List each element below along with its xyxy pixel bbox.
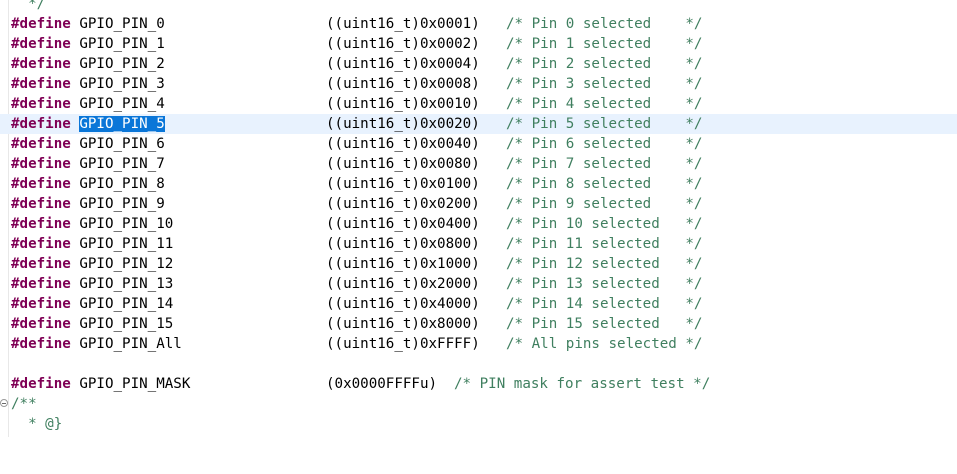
define-keyword: #define bbox=[11, 196, 71, 212]
define-keyword: #define bbox=[11, 76, 71, 92]
comment-tail: */ bbox=[11, 0, 46, 12]
macro-comment: /* Pin 12 selected */ bbox=[506, 256, 703, 272]
define-keyword: #define bbox=[11, 336, 71, 352]
macro-name[interactable]: GPIO_PIN_13 bbox=[79, 276, 174, 292]
define-keyword: #define bbox=[11, 216, 71, 232]
macro-value: ((uint16_t)0x0080) bbox=[326, 156, 480, 172]
macro-value: ((uint16_t)0x1000) bbox=[326, 256, 480, 272]
macro-comment: /* Pin 14 selected */ bbox=[506, 296, 703, 312]
macro-comment: /* Pin 10 selected */ bbox=[506, 216, 703, 232]
macro-comment: /* Pin 11 selected */ bbox=[506, 236, 703, 252]
macro-comment: /* Pin 7 selected */ bbox=[506, 156, 703, 172]
macro-value: ((uint16_t)0x0004) bbox=[326, 56, 480, 72]
macro-name[interactable]: GPIO_PIN_7 bbox=[79, 156, 165, 172]
macro-name[interactable]: GPIO_PIN_12 bbox=[79, 256, 174, 272]
define-keyword: #define bbox=[11, 156, 71, 172]
fold-toggle-icon[interactable] bbox=[0, 399, 8, 407]
macro-comment: /* Pin 3 selected */ bbox=[506, 76, 703, 92]
macro-name[interactable]: GPIO_PIN_0 bbox=[79, 16, 165, 32]
define-keyword: #define bbox=[11, 116, 71, 132]
code-line-define: #define GPIO_PIN_10 ((uint16_t)0x0400) /* … bbox=[0, 214, 957, 234]
macro-comment: /* All pins selected */ bbox=[506, 336, 703, 352]
code-line-define: #define GPIO_PIN_5 ((uint16_t)0x0020) /* P… bbox=[0, 114, 957, 134]
macro-comment: /* Pin 6 selected */ bbox=[506, 136, 703, 152]
macro-value: ((uint16_t)0xFFFF) bbox=[326, 336, 480, 352]
code-line-define: #define GPIO_PIN_7 ((uint16_t)0x0080) /* P… bbox=[0, 154, 957, 174]
macro-name[interactable]: GPIO_PIN_5 bbox=[79, 116, 165, 132]
code-line-define: #define GPIO_PIN_All ((uint16_t)0xFFFF) /*… bbox=[0, 334, 957, 354]
macro-name[interactable]: GPIO_PIN_4 bbox=[79, 96, 165, 112]
macro-value: ((uint16_t)0x2000) bbox=[326, 276, 480, 292]
macro-value: (0x0000FFFFu) bbox=[326, 376, 438, 392]
code-line-define: #define GPIO_PIN_6 ((uint16_t)0x0040) /* P… bbox=[0, 134, 957, 154]
define-keyword: #define bbox=[11, 376, 71, 392]
macro-value: ((uint16_t)0x0200) bbox=[326, 196, 480, 212]
define-keyword: #define bbox=[11, 296, 71, 312]
macro-comment: /* Pin 0 selected */ bbox=[506, 16, 703, 32]
macro-name[interactable]: GPIO_PIN_1 bbox=[79, 36, 165, 52]
macro-value: ((uint16_t)0x4000) bbox=[326, 296, 480, 312]
macro-value: ((uint16_t)0x0040) bbox=[326, 136, 480, 152]
code-line-define: #define GPIO_PIN_3 ((uint16_t)0x0008) /* P… bbox=[0, 74, 957, 94]
macro-name[interactable]: GPIO_PIN_8 bbox=[79, 176, 165, 192]
macro-name[interactable]: GPIO_PIN_11 bbox=[79, 236, 174, 252]
code-line-doc-close: * @} bbox=[0, 414, 957, 434]
macro-name[interactable]: GPIO_PIN_All bbox=[79, 336, 182, 352]
code-line-define: #define GPIO_PIN_4 ((uint16_t)0x0010) /* P… bbox=[0, 94, 957, 114]
define-keyword: #define bbox=[11, 56, 71, 72]
macro-value: ((uint16_t)0x0008) bbox=[326, 76, 480, 92]
macro-value: ((uint16_t)0x0020) bbox=[326, 116, 480, 132]
macro-name[interactable]: GPIO_PIN_15 bbox=[79, 316, 174, 332]
macro-value: ((uint16_t)0x0100) bbox=[326, 176, 480, 192]
code-line-define: #define GPIO_PIN_0 ((uint16_t)0x0001) /* P… bbox=[0, 14, 957, 34]
code-line-define: #define GPIO_PIN_12 ((uint16_t)0x1000) /* … bbox=[0, 254, 957, 274]
define-keyword: #define bbox=[11, 316, 71, 332]
macro-comment: /* Pin 13 selected */ bbox=[506, 276, 703, 292]
code-line-define: #define GPIO_PIN_8 ((uint16_t)0x0100) /* P… bbox=[0, 174, 957, 194]
macro-name[interactable]: GPIO_PIN_14 bbox=[79, 296, 174, 312]
doc-comment-close: * @} bbox=[11, 416, 63, 432]
define-keyword: #define bbox=[11, 276, 71, 292]
macro-comment: /* PIN mask for assert test */ bbox=[454, 376, 711, 392]
macro-value: ((uint16_t)0x0800) bbox=[326, 236, 480, 252]
code-line-doc-open: /** bbox=[0, 394, 957, 414]
macro-value: ((uint16_t)0x0002) bbox=[326, 36, 480, 52]
define-keyword: #define bbox=[11, 236, 71, 252]
macro-name: GPIO_PIN_MASK bbox=[79, 376, 191, 392]
doc-comment-open: /** bbox=[11, 396, 37, 412]
macro-comment: /* Pin 5 selected */ bbox=[506, 116, 703, 132]
macro-value: ((uint16_t)0x0001) bbox=[326, 16, 480, 32]
macro-value: ((uint16_t)0x0400) bbox=[326, 216, 480, 232]
code-line-define: #define GPIO_PIN_2 ((uint16_t)0x0004) /* P… bbox=[0, 54, 957, 74]
macro-name[interactable]: GPIO_PIN_9 bbox=[79, 196, 165, 212]
define-keyword: #define bbox=[11, 176, 71, 192]
macro-value: ((uint16_t)0x8000) bbox=[326, 316, 480, 332]
macro-name[interactable]: GPIO_PIN_10 bbox=[79, 216, 174, 232]
define-keyword: #define bbox=[11, 36, 71, 52]
define-keyword: #define bbox=[11, 96, 71, 112]
code-line-define: #define GPIO_PIN_1 ((uint16_t)0x0002) /* P… bbox=[0, 34, 957, 54]
define-keyword: #define bbox=[11, 16, 71, 32]
code-line-define: #define GPIO_PIN_13 ((uint16_t)0x2000) /* … bbox=[0, 274, 957, 294]
define-keyword: #define bbox=[11, 136, 71, 152]
macro-comment: /* Pin 8 selected */ bbox=[506, 176, 703, 192]
macro-comment: /* Pin 2 selected */ bbox=[506, 56, 703, 72]
macro-name[interactable]: GPIO_PIN_3 bbox=[79, 76, 165, 92]
code-line: */ bbox=[0, 0, 957, 14]
code-line-define: #define GPIO_PIN_14 ((uint16_t)0x4000) /* … bbox=[0, 294, 957, 314]
macro-value: ((uint16_t)0x0010) bbox=[326, 96, 480, 112]
macro-comment: /* Pin 1 selected */ bbox=[506, 36, 703, 52]
macro-name[interactable]: GPIO_PIN_2 bbox=[79, 56, 165, 72]
macro-name[interactable]: GPIO_PIN_6 bbox=[79, 136, 165, 152]
code-line-define: #define GPIO_PIN_15 ((uint16_t)0x8000) /* … bbox=[0, 314, 957, 334]
define-keyword: #define bbox=[11, 256, 71, 272]
macro-comment: /* Pin 9 selected */ bbox=[506, 196, 703, 212]
code-editor[interactable]: */ #define GPIO_PIN_0 ((uint16_t)0x0001) /… bbox=[0, 0, 957, 437]
macro-comment: /* Pin 4 selected */ bbox=[506, 96, 703, 112]
gutter-divider bbox=[8, 0, 9, 437]
macro-comment: /* Pin 15 selected */ bbox=[506, 316, 703, 332]
code-line-define: #define GPIO_PIN_11 ((uint16_t)0x0800) /* … bbox=[0, 234, 957, 254]
code-line-mask: #define GPIO_PIN_MASK (0x0000FFFFu) /* P… bbox=[0, 374, 957, 394]
code-line-define: #define GPIO_PIN_9 ((uint16_t)0x0200) /* P… bbox=[0, 194, 957, 214]
